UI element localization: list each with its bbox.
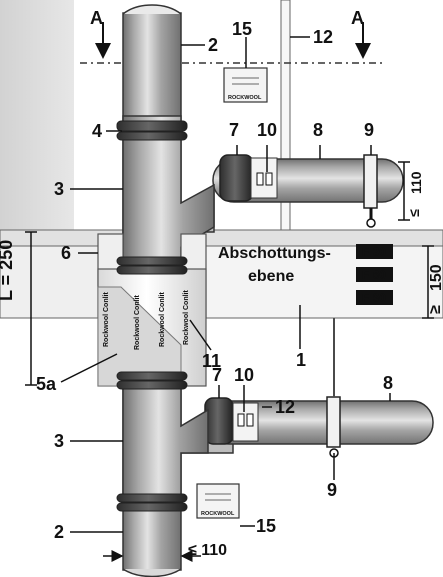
label-9-top: 9	[364, 120, 374, 140]
collar-text-1: Rockwool Conlit	[103, 292, 110, 348]
fire-rating-box-30	[356, 244, 393, 259]
label-110-bottom: ≤ 110	[188, 542, 227, 559]
fire-collar-diagonal-shadow	[97, 286, 182, 387]
collar-text-4: Rockwool Conlit	[183, 290, 190, 346]
label-ge-150: ≥	[427, 305, 443, 314]
upper-hanger-bolt	[366, 218, 376, 228]
label-5a: 5a	[36, 374, 57, 394]
rockwool-tag-bottom: ROCKWOOL	[196, 483, 240, 519]
fire-collar-assembly: Rockwool Conlit Rockwool Conlit Rockwool…	[97, 233, 207, 387]
label-11: 11	[202, 351, 221, 371]
lower-white-collar	[232, 402, 259, 442]
upper-clamp	[363, 154, 378, 209]
leader-11	[189, 319, 212, 351]
lower-band-1	[116, 371, 188, 381]
rockwool-tag-bottom-card	[196, 483, 240, 519]
label-6: 6	[61, 243, 71, 263]
label-8-top: 8	[313, 120, 323, 140]
lower-clamp	[326, 396, 341, 448]
upper-branch-assembly	[179, 154, 404, 233]
label-a-left: A	[90, 8, 103, 28]
vertical-pipe-bottom-cut	[122, 568, 182, 577]
label-4: 4	[92, 121, 102, 141]
rockwool-tag-bottom-brand: ROCKWOOL	[201, 511, 235, 517]
left-wall-upper	[0, 0, 74, 230]
upper-white-collar	[250, 157, 278, 199]
upper-wrap-band	[219, 154, 254, 202]
middle-band-1	[116, 256, 188, 266]
leader-5a	[60, 353, 118, 383]
collar-text-2: Rockwool Conlit	[134, 295, 141, 351]
middle-band-2	[116, 265, 188, 275]
bottom-band-1	[116, 493, 188, 503]
rockwool-tag-top-brand: ROCKWOOL	[228, 95, 262, 101]
fire-rating-30: F 30	[362, 245, 386, 259]
label-3-top: 3	[54, 179, 64, 199]
upper-mini-box-b	[265, 172, 273, 186]
fire-rating-box-90	[356, 290, 393, 305]
lower-branch-assembly	[180, 318, 434, 458]
label-10-bottom: 10	[234, 365, 254, 385]
fire-rating-box-60	[356, 267, 393, 282]
upper-mini-box-a	[256, 172, 264, 186]
lower-mini-box-b	[246, 413, 254, 427]
label-12-top: 12	[313, 27, 333, 47]
fire-rating-60: F 60	[362, 268, 386, 282]
rockwool-tag-top-card	[223, 67, 268, 103]
left-wall-lower	[0, 318, 98, 577]
upper-band-2	[116, 131, 188, 141]
label-le-top: ≤	[406, 209, 422, 217]
label-2-bottom: 2	[54, 522, 64, 542]
lower-wrap-band	[204, 397, 234, 445]
bottom-band-2	[116, 502, 188, 512]
pipe-bands	[116, 120, 188, 512]
fire-ratings: F 30 F 60 F 90	[356, 244, 393, 305]
label-a-right: A	[351, 8, 364, 28]
label-3-bottom: 3	[54, 431, 64, 451]
lower-mini-box-a	[237, 413, 245, 427]
annotations	[25, 22, 434, 562]
collar-text-3: Rockwool Conlit	[159, 292, 166, 348]
label-7-top: 7	[229, 120, 239, 140]
label-150: 150	[428, 264, 443, 291]
label-8-bottom: 8	[383, 373, 393, 393]
plane-text-line-2: ebene	[248, 268, 294, 285]
diagram-labels: A A 2 15 12 4 7 10 8 9 3 6 110 ≤ L = 250…	[0, 8, 443, 559]
label-9-bottom: 9	[327, 480, 337, 500]
label-7-bottom: 7	[212, 365, 222, 385]
label-110-top: 110	[408, 171, 424, 194]
label-1: 1	[296, 350, 306, 370]
rockwool-tag-top: ROCKWOOL	[223, 67, 268, 103]
lower-band-2	[116, 380, 188, 390]
upper-band-1	[116, 120, 188, 132]
label-12-bottom: 12	[275, 397, 295, 417]
label-l-250: L = 250	[0, 240, 16, 301]
fire-rating-90: F 90	[362, 291, 386, 305]
plane-text-line-1: Abschottungs-	[218, 245, 331, 262]
vertical-pipe-top-cut	[122, 4, 182, 15]
label-10-top: 10	[257, 120, 277, 140]
label-15-bottom: 15	[256, 516, 276, 536]
label-2-top: 2	[208, 35, 218, 55]
label-15-top: 15	[232, 19, 252, 39]
